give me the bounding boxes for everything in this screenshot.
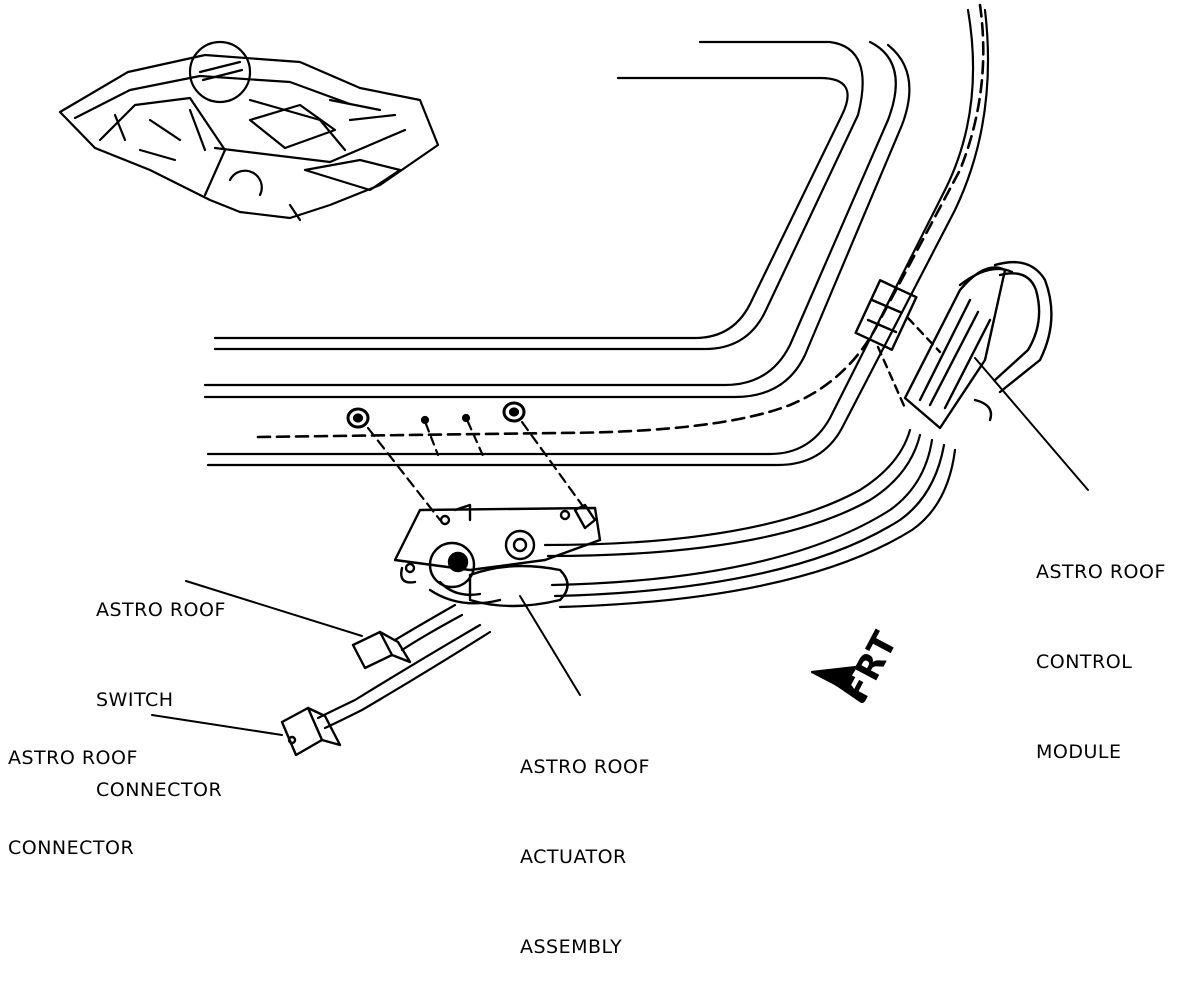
label-actuator-assembly-line-1: ASTRO ROOF: [520, 756, 650, 778]
label-control-module-line-1: ASTRO ROOF: [1036, 561, 1166, 583]
car-body-locator-inset: [58, 40, 440, 222]
label-actuator-assembly: ASTRO ROOF ACTUATOR ASSEMBLY: [520, 692, 650, 992]
diagram-canvas: ASTRO ROOF SWITCH CONNECTOR ASTRO ROOF C…: [8, 3, 1166, 958]
label-actuator-assembly-line-3: ASSEMBLY: [520, 936, 623, 958]
control-module: [854, 260, 1053, 430]
switch-connector: [351, 630, 412, 670]
label-roof-connector-line-2: CONNECTOR: [8, 837, 135, 859]
zoom-circle: [188, 40, 252, 104]
actuator-assembly: [393, 503, 602, 608]
roof-connector: [280, 706, 342, 757]
label-actuator-assembly-line-2: ACTUATOR: [520, 846, 627, 868]
label-roof-connector: ASTRO ROOF CONNECTOR: [8, 683, 138, 893]
label-switch-connector-line-2: SWITCH: [96, 689, 174, 711]
label-roof-connector-line-1: ASTRO ROOF: [8, 747, 138, 769]
line-drawing: [58, 3, 1089, 757]
leader-control-module: [974, 357, 1089, 491]
label-switch-connector-line-1: ASTRO ROOF: [96, 599, 226, 621]
front-direction-arrow: [810, 665, 865, 703]
leader-roof-connector: [151, 714, 283, 736]
label-control-module: ASTRO ROOF CONTROL MODULE: [1036, 497, 1166, 797]
mounting-fasteners: [346, 401, 584, 522]
label-control-module-line-2: CONTROL: [1036, 651, 1133, 673]
callout-leaders: [151, 357, 1089, 736]
roof-panel-outlines: [203, 3, 990, 467]
leader-switch-connector: [185, 580, 363, 637]
wire-harness: [316, 428, 957, 730]
label-control-module-line-3: MODULE: [1036, 741, 1122, 763]
leader-actuator-assembly: [519, 595, 581, 696]
